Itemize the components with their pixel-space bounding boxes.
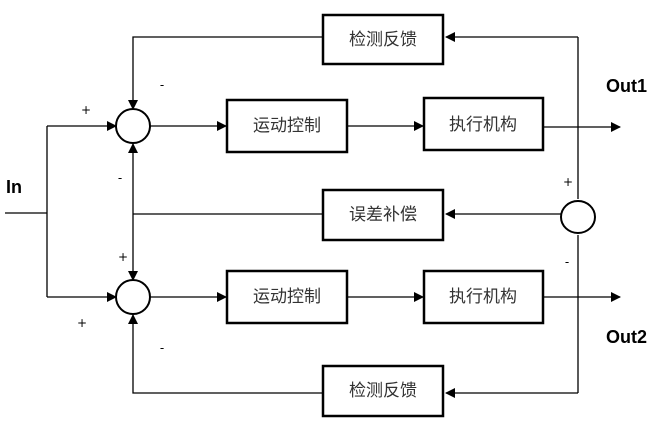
motion-control-top-block: 运动控制 — [225, 98, 349, 154]
right-sum-bottom-sign: - — [565, 255, 569, 269]
top-sum-compensation-sign: - — [118, 171, 122, 185]
feedback-top-label: 检测反馈 — [349, 30, 417, 50]
top-feedback-out-wire — [128, 36, 323, 110]
error-compensation-label: 误差补偿 — [349, 205, 417, 225]
feedback-bottom-block: 检测反馈 — [321, 364, 445, 418]
actuator-bottom-block: 执行机构 — [422, 269, 545, 325]
actuator-bottom-label: 执行机构 — [449, 287, 517, 307]
feedback-top-block: 检测反馈 — [321, 13, 445, 66]
bottom-sum-compensation-sign: + — [118, 250, 128, 264]
feedback-bottom-label: 检测反馈 — [349, 381, 417, 401]
output1-label: Out1 — [606, 76, 647, 96]
top-sum-input-sign: + — [81, 103, 91, 117]
motion-control-bottom-block: 运动控制 — [225, 269, 349, 325]
motion-control-top-label: 运动控制 — [253, 116, 321, 136]
top-summing-junction — [115, 108, 151, 144]
bottom-sum-feedback-sign: - — [160, 341, 164, 355]
right-sum-top-sign: + — [563, 175, 573, 189]
output2-label: Out2 — [606, 327, 647, 347]
top-sum-feedback-sign: - — [160, 78, 164, 92]
motion-control-bottom-label: 运动控制 — [253, 287, 321, 307]
bottom-sum-input-sign: + — [77, 316, 87, 330]
input-label: In — [6, 177, 22, 197]
actuator-top-label: 执行机构 — [449, 115, 517, 135]
error-compensation-block: 误差补偿 — [321, 188, 445, 242]
right-summing-junction — [560, 200, 596, 234]
actuator-top-block: 执行机构 — [422, 96, 545, 152]
bottom-feedback-out-wire — [128, 314, 323, 394]
bottom-summing-junction — [115, 279, 151, 315]
